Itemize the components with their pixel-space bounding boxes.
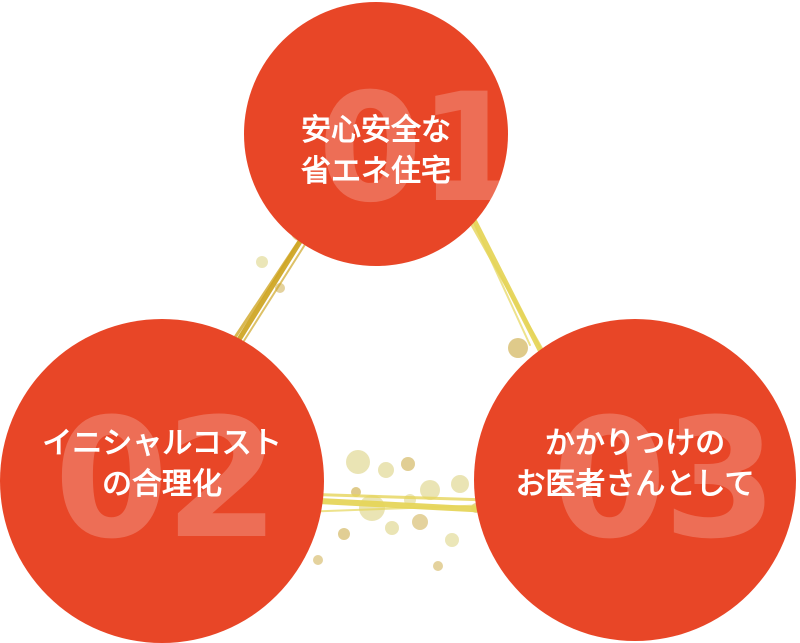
splatter-dot-3 [256,256,268,268]
connector-stroke-7 [297,497,493,513]
splatter-dot-17 [313,555,323,565]
paint-splatter-decoration [256,70,548,571]
item-label-01-line-1: 安心安全な [301,113,451,148]
splatter-dot-13 [385,521,399,535]
circle-item-01: 01 安心安全な 省エネ住宅 [244,2,508,266]
splatter-dot-12 [359,495,385,521]
item-label-01-line-2: 省エネ住宅 [301,154,451,190]
item-label-02-line-1: イニシャルコスト [42,426,282,461]
item-label-03: かかりつけの お医者さんとして [474,423,796,506]
circle-item-03: 03 かかりつけの お医者さんとして [474,319,796,641]
splatter-dot-20 [433,561,443,571]
splatter-dot-4 [275,283,285,293]
item-label-03-line-2: お医者さんとして [515,467,755,503]
splatter-dot-8 [378,462,394,478]
splatter-dot-10 [420,480,440,500]
item-label-02-line-2: の合理化 [102,467,222,503]
item-label-02: イニシャルコスト の合理化 [0,423,324,506]
splatter-dot-18 [445,533,459,547]
item-label-01: 安心安全な 省エネ住宅 [244,110,508,193]
connector-stroke-9 [299,504,493,513]
splatter-dot-7 [346,450,370,474]
splatter-dot-11 [451,475,469,493]
connector-stroke-8 [298,492,490,502]
circle-item-02: 02 イニシャルコスト の合理化 [0,319,324,643]
splatter-dot-5 [508,338,528,358]
item-label-03-line-1: かかりつけの [544,426,726,461]
splatter-dot-9 [401,457,415,471]
splatter-dot-14 [338,528,350,540]
splatter-dot-15 [412,514,428,530]
